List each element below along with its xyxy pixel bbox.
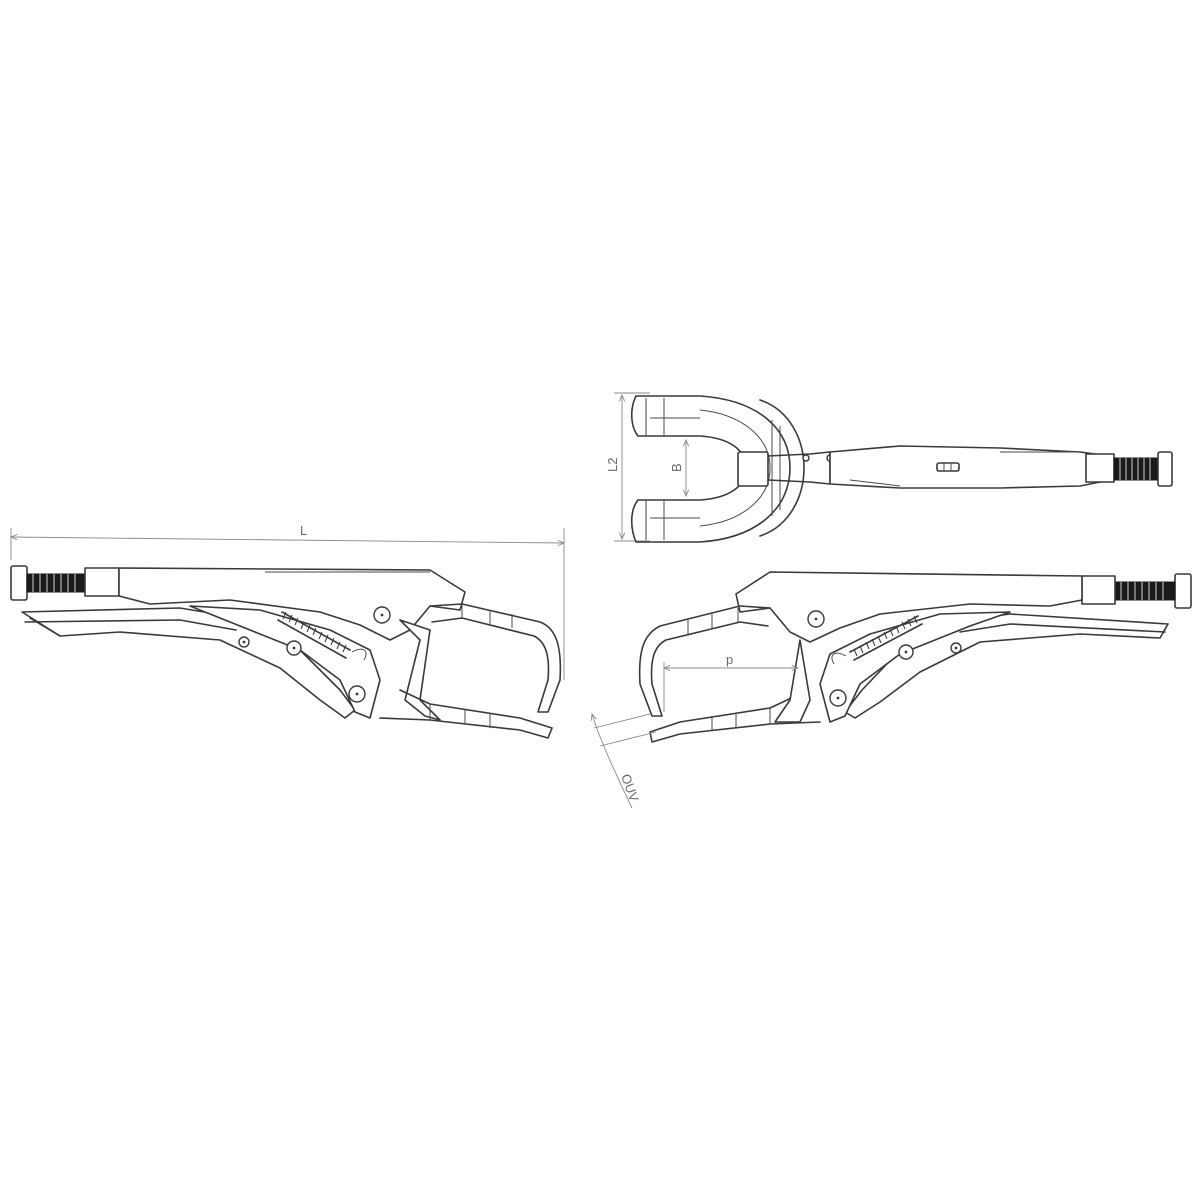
length-dimension: L xyxy=(11,523,564,680)
adjusting-screw xyxy=(26,573,86,593)
opening-dimension: OUV xyxy=(592,714,657,809)
length-label: L xyxy=(300,523,307,538)
right-side-view: p OUV xyxy=(592,571,1192,809)
opening-label: OUV xyxy=(618,772,642,804)
left-side-view: L xyxy=(10,523,564,739)
lower-jaw xyxy=(379,689,553,739)
release-lever xyxy=(189,605,381,719)
width-label: L2 xyxy=(605,458,620,472)
right-spring xyxy=(831,615,923,665)
adjusting-screw-cap xyxy=(10,565,28,601)
right-upper-jaw xyxy=(638,605,771,717)
width-dimension: L2 xyxy=(605,392,650,542)
depth-dimension: p xyxy=(664,652,798,712)
right-release-lever xyxy=(819,611,1011,723)
depth-label: p xyxy=(726,652,733,667)
upper-jaw xyxy=(429,603,562,713)
jaw-gap-label: B xyxy=(669,463,684,472)
spring xyxy=(277,611,367,661)
jaw-gap-dimension: B xyxy=(669,440,686,496)
top-view: L2 B xyxy=(605,392,1173,543)
top-jaw-u xyxy=(630,395,791,543)
right-lower-jaw xyxy=(649,693,821,743)
